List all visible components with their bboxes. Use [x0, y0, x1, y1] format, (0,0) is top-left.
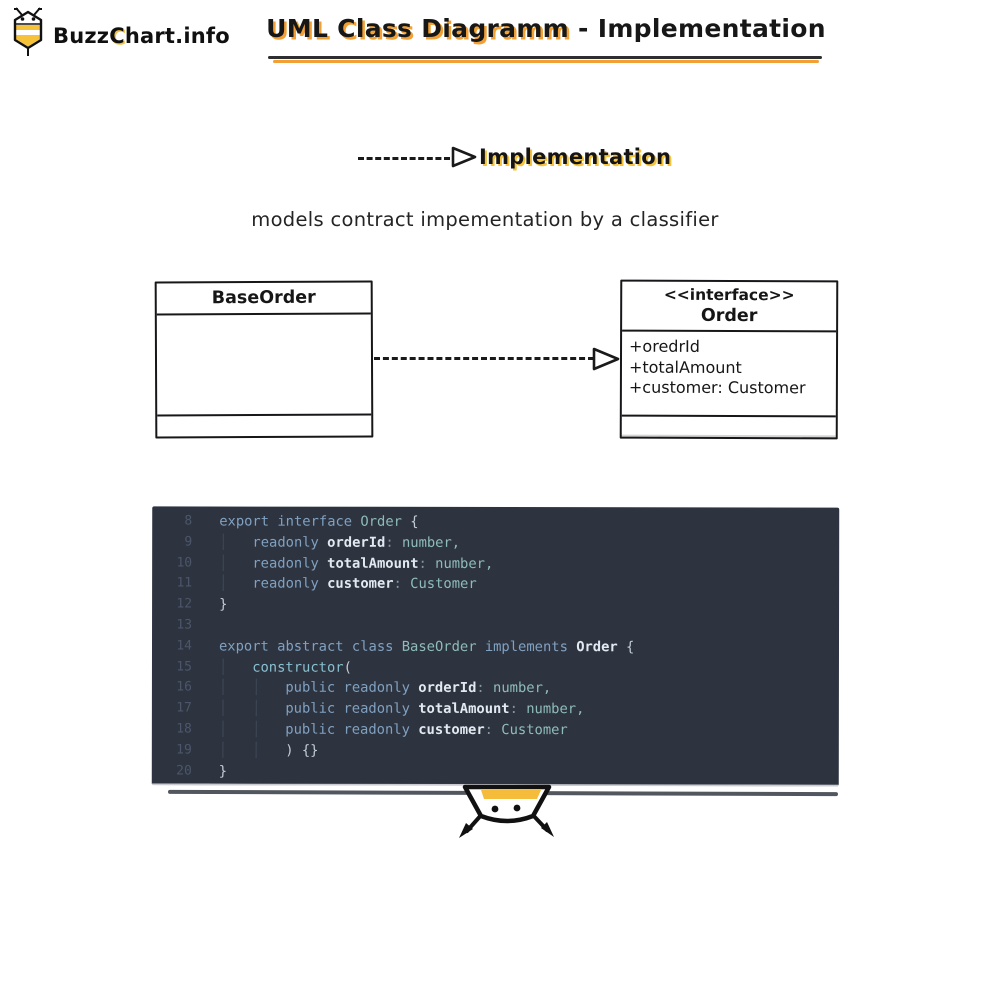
attribute-item: +totalAmount [628, 357, 742, 377]
code-line: 20} [152, 761, 839, 783]
page-title-highlight: UML Class Diagramm [266, 14, 570, 43]
code-lines: 8 export interface Order { 9 │ readonly ord… [152, 511, 839, 783]
legend-label: Implementation [479, 145, 672, 169]
code-text: │ readonly totalAmount: number, [219, 555, 494, 572]
line-number: 12 [176, 596, 193, 612]
dashed-line-icon [358, 156, 450, 160]
code-line: 8 export interface Order { [152, 511, 839, 533]
code-text: │ readonly orderId: number, [219, 534, 461, 551]
line-number: 16 [176, 679, 192, 695]
code-line: 15 │ constructor( [152, 657, 839, 679]
code-text: │ │ ) {} [218, 742, 319, 759]
line-number: 20 [176, 763, 192, 779]
code-text: } [219, 596, 228, 613]
class-operations-compartment-empty [157, 416, 371, 437]
line-number: 19 [176, 742, 192, 758]
code-editor-snippet: 8 export interface Order { 9 │ readonly ord… [151, 506, 840, 787]
dashed-connector-line [374, 357, 594, 360]
interface-name: Order [700, 305, 758, 326]
line-number: 17 [176, 700, 192, 716]
class-name: BaseOrder [156, 282, 371, 316]
line-number: 13 [176, 617, 193, 633]
interface-stereotype: <<interface>> [663, 285, 795, 304]
brand-accent-letter: C [109, 24, 125, 48]
line-number: 9 [184, 534, 193, 550]
uml-interface-box-order: <<interface>> Order +oredrId +totalAmoun… [619, 279, 839, 440]
line-number: 8 [184, 513, 193, 529]
code-text: │ readonly customer: Customer [219, 575, 477, 593]
code-line: 10 │ readonly totalAmount: number, [152, 553, 839, 575]
line-number: 14 [176, 638, 193, 654]
line-number: 18 [176, 721, 192, 737]
realization-arrow [374, 346, 620, 372]
realization-arrowhead-icon [592, 347, 620, 371]
code-line: 18 │ │ public readonly customer: Customer [152, 719, 839, 741]
code-text: │ │ public readonly orderId: number, [218, 679, 552, 697]
hollow-triangle-arrowhead-icon [451, 146, 477, 168]
class-attributes-compartment-empty [156, 314, 372, 417]
title-underline [268, 56, 822, 63]
code-text: │ constructor( [218, 659, 352, 676]
code-line: 9 │ readonly orderId: number, [152, 532, 839, 554]
code-text: │ │ public readonly totalAmount: number, [218, 700, 585, 718]
brand: BuzzChart.info [8, 6, 230, 64]
attribute-item: +oredrId [629, 336, 700, 356]
line-number: 11 [176, 575, 193, 591]
code-line: 16 │ │ public readonly orderId: number, [152, 678, 839, 700]
line-number: 10 [176, 555, 193, 571]
subtitle: models contract impementation by a class… [251, 208, 719, 231]
code-text: export interface Order { [219, 513, 419, 530]
bee-peek-icon [459, 784, 554, 838]
code-text: │ │ public readonly customer: Customer [218, 721, 568, 739]
code-line: 13 [152, 615, 839, 637]
attribute-item: +customer: Customer [628, 377, 806, 398]
code-line: 11 │ readonly customer: Customer [152, 574, 839, 596]
bee-logo-icon [13, 7, 43, 56]
implementation-legend: Implementation [358, 141, 671, 173]
page-title: UML Class Diagramm - Implementation [250, 14, 842, 43]
code-line: 14 export abstract class BaseOrder implem… [152, 636, 839, 658]
interface-header: <<interface>> Order [622, 281, 837, 333]
code-line: 12} [152, 595, 839, 617]
code-text: export abstract class BaseOrder implemen… [218, 638, 635, 656]
page-title-rest: - Implementation [569, 14, 826, 43]
code-line: 17 │ │ public readonly totalAmount: numbe… [152, 699, 839, 721]
interface-operations-compartment-empty [622, 417, 836, 438]
code-line: 19 │ │ ) {} [152, 740, 839, 762]
brand-name: BuzzChart.info [53, 24, 230, 48]
line-number: 15 [176, 659, 192, 675]
uml-class-box-baseorder: BaseOrder [154, 280, 374, 439]
code-text: } [218, 763, 228, 780]
interface-attributes-compartment: +oredrId +totalAmount +customer: Custome… [621, 331, 837, 418]
